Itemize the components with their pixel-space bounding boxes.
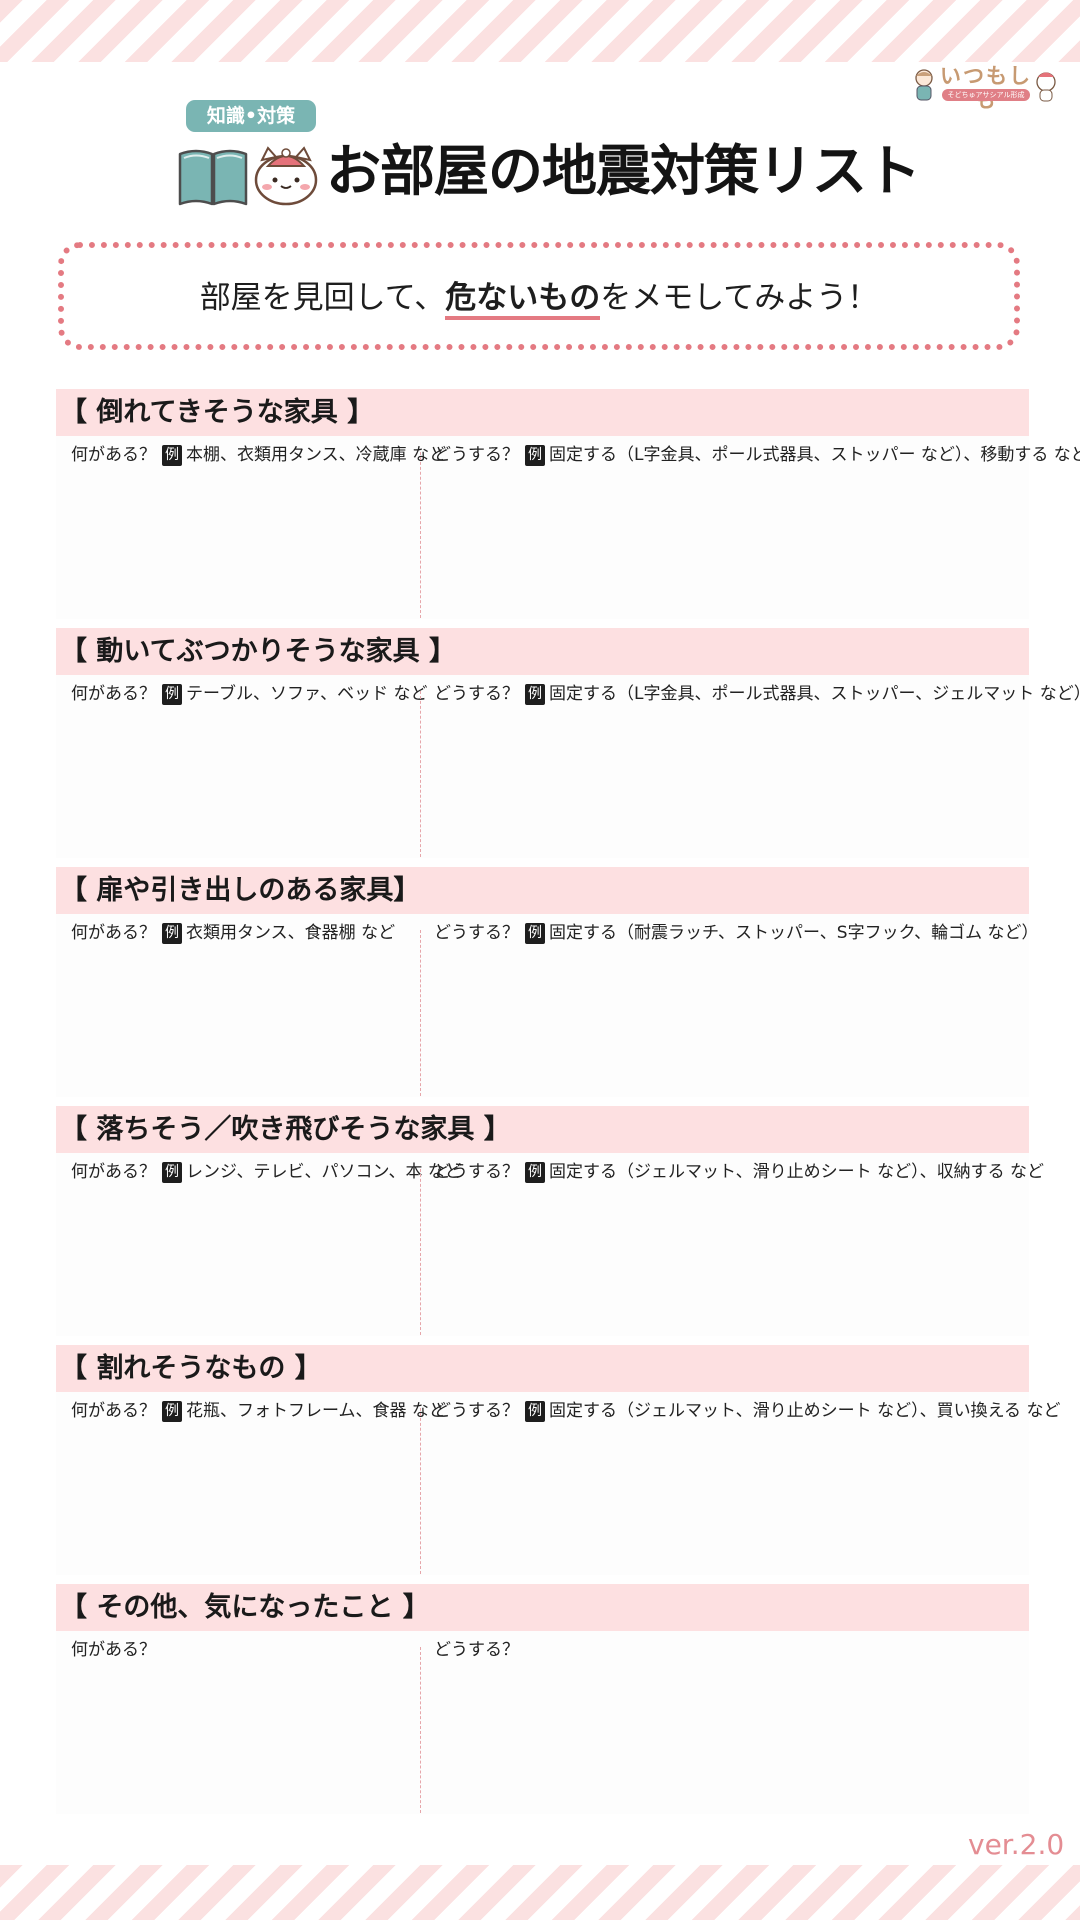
open-book-icon — [178, 149, 248, 206]
section-other-concerns: 【 その他、気になったこと 】 何がある？ どうする？ — [56, 1584, 1029, 1814]
section-moving-furniture: 【 動いてぶつかりそうな家具 】 何がある？例テーブル、ソファ、ベッド など ど… — [56, 628, 1080, 858]
how-example: 固定する（耐震ラッチ、ストッパー、S字フック、輪ゴム など） — [549, 923, 1039, 943]
example-badge: 例 — [525, 445, 545, 466]
how-prompt: どうする？ 例固定する（ジェルマット、滑り止めシート など）、収納する など — [434, 1159, 1044, 1185]
memo-area[interactable]: 何がある？例花瓶、フォトフレーム、食器 など どうする？例固定する（ジェルマット… — [56, 1392, 1060, 1575]
section-breakable-items: 【 割れそうなもの 】 何がある？例花瓶、フォトフレーム、食器 など どうする？… — [56, 1345, 1060, 1575]
category-tag: 知識•対策 — [186, 100, 316, 132]
how-prompt: どうする？ 例固定する（耐震ラッチ、ストッパー、S字フック、輪ゴム など） — [434, 920, 1038, 946]
how-label: どうする？ — [434, 684, 519, 704]
what-prompt: 何がある？ 例花瓶、フォトフレーム、食器 など — [71, 1398, 446, 1424]
page-title: お部屋の地震対策リスト — [326, 139, 921, 203]
example-badge: 例 — [162, 445, 182, 466]
child-figure-icon — [915, 69, 933, 101]
what-example: 衣類用タンス、食器棚 など — [186, 923, 396, 943]
what-prompt: 何がある？ 例衣類用タンス、食器棚 など — [71, 920, 395, 946]
what-prompt: 何がある？ 例テーブル、ソファ、ベッド など — [71, 681, 428, 707]
section-title: 【 落ちそう／吹き飛びそうな家具 】 — [56, 1106, 1029, 1153]
what-example: テーブル、ソファ、ベッド など — [186, 684, 428, 704]
section-title: 【 扉や引き出しのある家具】 — [56, 867, 1029, 914]
what-prompt: 何がある？ 例本棚、衣類用タンス、冷蔵庫 など — [71, 442, 446, 468]
top-stripe-border — [0, 0, 1080, 62]
what-label: 何がある？ — [71, 445, 156, 465]
instruction-box: 部屋を見回して、危ないものをメモしてみよう！ — [58, 242, 1020, 350]
column-divider — [420, 1169, 421, 1335]
section-title: 【 割れそうなもの 】 — [56, 1345, 1029, 1392]
how-example: 固定する（L字金具、ポール式器具、ストッパー など）、移動する など — [549, 445, 1080, 465]
memo-area[interactable]: 何がある？例本棚、衣類用タンス、冷蔵庫 など どうする？例固定する（L字金具、ポ… — [56, 436, 1080, 619]
example-badge: 例 — [525, 923, 545, 944]
what-label: 何がある？ — [71, 1640, 156, 1660]
how-example: 固定する（ジェルマット、滑り止めシート など）、買い換える など — [549, 1401, 1061, 1421]
column-divider — [420, 452, 421, 618]
what-example: 花瓶、フォトフレーム、食器 など — [186, 1401, 446, 1421]
column-divider — [420, 691, 421, 857]
instruction-text: 部屋を見回して、危ないものをメモしてみよう！ — [64, 276, 1014, 320]
instruction-before: 部屋を見回して、 — [199, 280, 446, 316]
how-prompt: どうする？ — [434, 1637, 519, 1663]
how-label: どうする？ — [434, 1640, 519, 1660]
memo-area[interactable]: 何がある？例レンジ、テレビ、パソコン、本 など どうする？例固定する（ジェルマッ… — [56, 1153, 1044, 1336]
logo-wordmark: いつもしも — [940, 63, 1032, 112]
example-badge: 例 — [162, 684, 182, 705]
memo-area[interactable]: 何がある？例テーブル、ソファ、ベッド など どうする？例固定する（L字金具、ポー… — [56, 675, 1080, 858]
what-example: レンジ、テレビ、パソコン、本 など — [186, 1162, 462, 1182]
what-label: 何がある？ — [71, 684, 156, 704]
how-label: どうする？ — [434, 1162, 519, 1182]
what-label: 何がある？ — [71, 1162, 156, 1182]
how-label: どうする？ — [434, 445, 519, 465]
example-badge: 例 — [162, 1401, 182, 1422]
section-title: 【 動いてぶつかりそうな家具 】 — [56, 628, 1029, 675]
bottom-stripe-border — [0, 1865, 1080, 1920]
column-divider — [420, 1647, 421, 1813]
what-prompt: 何がある？ — [71, 1637, 156, 1663]
section-title: 【 その他、気になったこと 】 — [56, 1584, 1029, 1631]
what-label: 何がある？ — [71, 923, 156, 943]
memo-area[interactable]: 何がある？例衣類用タンス、食器棚 など どうする？例固定する（耐震ラッチ、ストッ… — [56, 914, 1038, 1097]
what-label: 何がある？ — [71, 1401, 156, 1421]
example-badge: 例 — [162, 923, 182, 944]
what-prompt: 何がある？ 例レンジ、テレビ、パソコン、本 など — [71, 1159, 462, 1185]
instruction-emphasis: 危ないもの — [445, 280, 601, 320]
example-badge: 例 — [162, 1162, 182, 1183]
version-label: ver.2.0 — [968, 1828, 1065, 1861]
memo-area[interactable]: 何がある？ どうする？ — [56, 1631, 1029, 1814]
how-prompt: どうする？ 例固定する（L字金具、ポール式器具、ストッパー、ジェルマット など） — [434, 681, 1080, 707]
how-example: 固定する（L字金具、ポール式器具、ストッパー、ジェルマット など） — [549, 684, 1080, 704]
mascot-figure-icon — [1036, 72, 1056, 102]
example-badge: 例 — [525, 684, 545, 705]
example-badge: 例 — [525, 1162, 545, 1183]
mascot-icon — [254, 146, 318, 206]
itsumoshimo-logo: いつもしも そどちゅアサシアル形成 — [912, 64, 1060, 112]
column-divider — [420, 1408, 421, 1574]
section-falling-furniture: 【 倒れてきそうな家具 】 何がある？例本棚、衣類用タンス、冷蔵庫 など どうす… — [56, 389, 1080, 619]
section-door-drawer-furniture: 【 扉や引き出しのある家具】 何がある？例衣類用タンス、食器棚 など どうする？… — [56, 867, 1038, 1097]
how-label: どうする？ — [434, 1401, 519, 1421]
instruction-after: をメモしてみよう！ — [600, 280, 879, 316]
how-prompt: どうする？ 例固定する（L字金具、ポール式器具、ストッパー など）、移動する など — [434, 442, 1080, 468]
how-example: 固定する（ジェルマット、滑り止めシート など）、収納する など — [549, 1162, 1044, 1182]
section-title: 【 倒れてきそうな家具 】 — [56, 389, 1029, 436]
column-divider — [420, 930, 421, 1096]
example-badge: 例 — [525, 1401, 545, 1422]
logo-subtitle: そどちゅアサシアル形成 — [942, 89, 1030, 101]
section-falling-flying-items: 【 落ちそう／吹き飛びそうな家具 】 何がある？例レンジ、テレビ、パソコン、本 … — [56, 1106, 1044, 1336]
how-prompt: どうする？ 例固定する（ジェルマット、滑り止めシート など）、買い換える など — [434, 1398, 1060, 1424]
how-label: どうする？ — [434, 923, 519, 943]
what-example: 本棚、衣類用タンス、冷蔵庫 など — [186, 445, 447, 465]
